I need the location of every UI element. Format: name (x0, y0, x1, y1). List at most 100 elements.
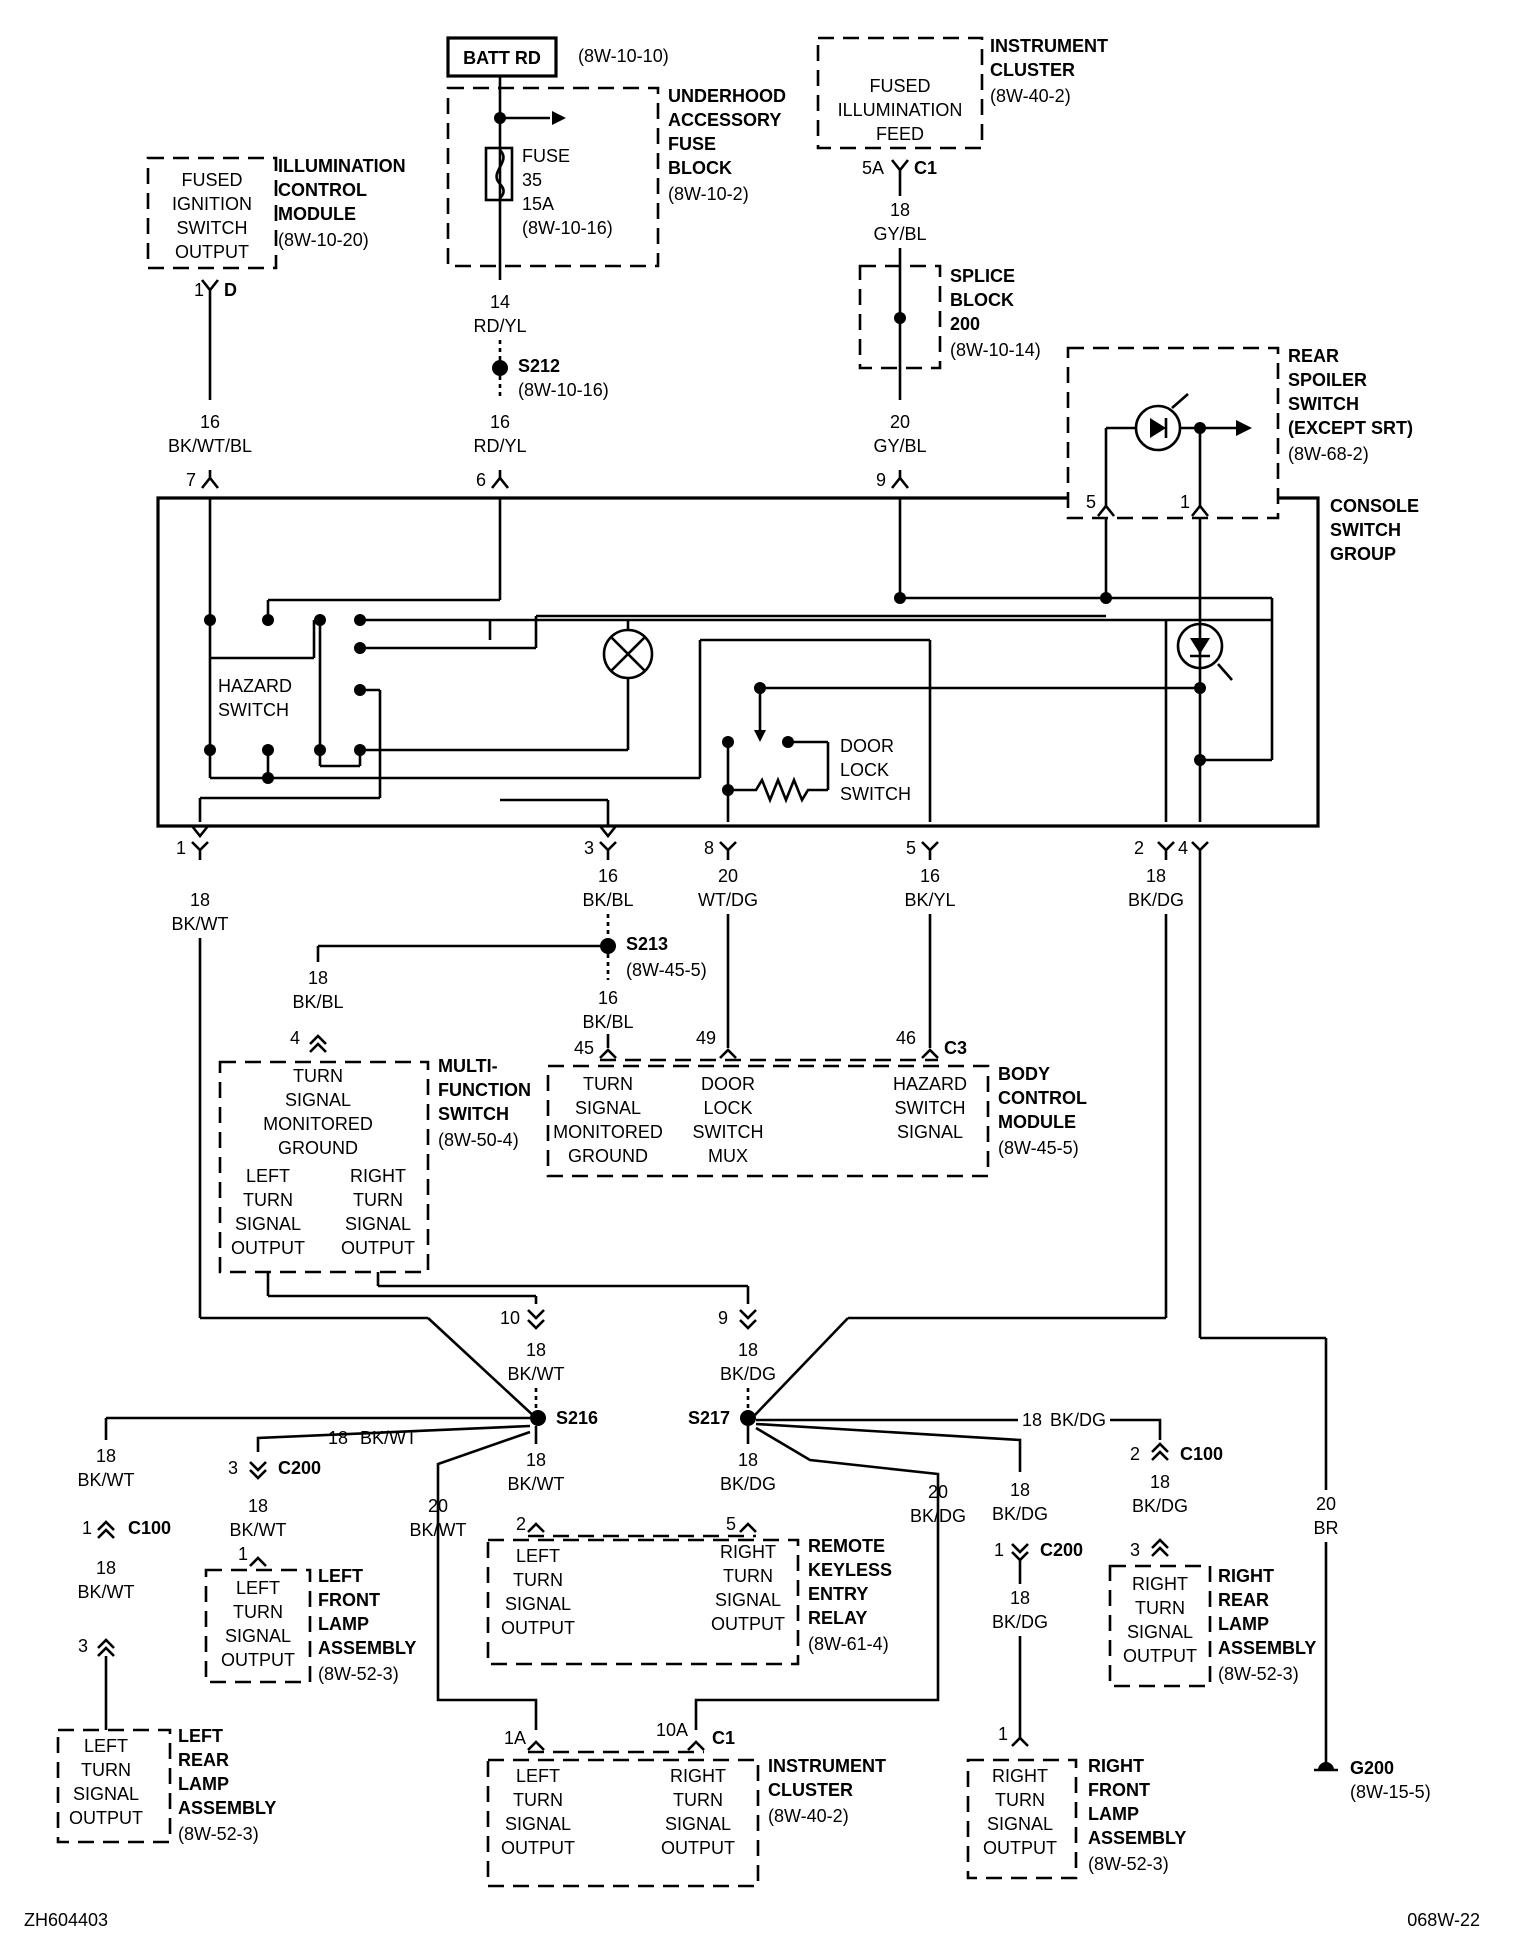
connector-icon (200, 279, 220, 298)
connector-icon (921, 1048, 939, 1059)
svg-text:SWITCH: SWITCH (438, 1104, 509, 1124)
svg-text:OUTPUT: OUTPUT (231, 1238, 305, 1258)
svg-text:20: 20 (890, 412, 910, 432)
svg-text:SIGNAL: SIGNAL (715, 1590, 781, 1610)
svg-text:GROUP: GROUP (1330, 544, 1396, 564)
svg-text:BK/DG: BK/DG (992, 1612, 1048, 1632)
uafb-ref: (8W-10-2) (668, 184, 749, 204)
svg-text:DOOR: DOOR (701, 1074, 755, 1094)
svg-text:SWITCH: SWITCH (895, 1098, 966, 1118)
svg-text:18: 18 (738, 1340, 758, 1360)
uafb-title-2: ACCESSORY (668, 110, 781, 130)
svg-text:(8W-45-5): (8W-45-5) (998, 1138, 1079, 1158)
svg-text:3: 3 (78, 1636, 88, 1656)
svg-text:(8W-40-2): (8W-40-2) (768, 1806, 849, 1826)
svg-text:RIGHT: RIGHT (1088, 1756, 1144, 1776)
svg-text:9: 9 (718, 1308, 728, 1328)
svg-text:3: 3 (1130, 1540, 1140, 1560)
svg-text:7: 7 (186, 470, 196, 490)
uafb-title-4: BLOCK (668, 158, 732, 178)
connector-icon (97, 1638, 115, 1657)
svg-text:ASSEMBLY: ASSEMBLY (1088, 1828, 1186, 1848)
svg-text:4: 4 (290, 1028, 300, 1048)
connector-icon (200, 470, 220, 489)
svg-text:20: 20 (1316, 1494, 1336, 1514)
svg-text:GROUND: GROUND (568, 1146, 648, 1166)
fuse-ref: (8W-10-16) (522, 218, 613, 238)
svg-text:(8W-15-5): (8W-15-5) (1350, 1782, 1431, 1802)
svg-text:18: 18 (890, 200, 910, 220)
connector-icon (890, 159, 910, 178)
svg-text:GROUND: GROUND (278, 1138, 358, 1158)
svg-text:18: 18 (1022, 1410, 1042, 1430)
uafb-title-3: FUSE (668, 134, 716, 154)
icm-title-3: MODULE (278, 204, 356, 224)
arrow-icon (552, 111, 566, 125)
svg-text:BK/WT: BK/WT (172, 914, 229, 934)
svg-text:BLOCK: BLOCK (950, 290, 1014, 310)
s213-ref: (8W-45-5) (626, 960, 707, 980)
svg-text:MONITORED: MONITORED (553, 1122, 663, 1142)
svg-text:TURN: TURN (243, 1190, 293, 1210)
svg-text:BK/WT: BK/WT (230, 1520, 287, 1540)
console-switch-group-box (156, 496, 1320, 828)
ic-top-title-2: CLUSTER (990, 60, 1075, 80)
svg-text:LAMP: LAMP (1088, 1804, 1139, 1824)
door-lock-switch-label-3: SWITCH (840, 784, 911, 804)
hazard-switch-label-2: SWITCH (218, 700, 289, 720)
svg-text:D: D (224, 280, 237, 300)
svg-text:(8W-10-14): (8W-10-14) (950, 340, 1041, 360)
svg-text:OUTPUT: OUTPUT (341, 1238, 415, 1258)
connector-icon (921, 841, 939, 860)
icm-box (146, 156, 278, 270)
svg-text:RD/YL: RD/YL (473, 436, 526, 456)
connector-icon (1157, 841, 1175, 860)
svg-text:5A: 5A (862, 158, 884, 178)
svg-text:(EXCEPT SRT): (EXCEPT SRT) (1288, 418, 1413, 438)
svg-text:SWITCH: SWITCH (1288, 394, 1359, 414)
svg-text:REMOTE: REMOTE (808, 1536, 885, 1556)
svg-text:2: 2 (1134, 838, 1144, 858)
svg-text:16: 16 (200, 412, 220, 432)
diagram-id-left: ZH604403 (24, 1910, 108, 1930)
svg-text:SIGNAL: SIGNAL (575, 1098, 641, 1118)
connector-icon (1151, 1442, 1169, 1461)
svg-text:LEFT: LEFT (178, 1726, 223, 1746)
svg-text:TURN: TURN (513, 1790, 563, 1810)
connector-icon (190, 825, 210, 839)
splice-s217-dot (740, 1410, 756, 1426)
svg-text:(8W-52-3): (8W-52-3) (1218, 1664, 1299, 1684)
svg-text:46: 46 (896, 1028, 916, 1048)
svg-text:BK/YL: BK/YL (904, 890, 955, 910)
svg-text:HAZARD: HAZARD (893, 1074, 967, 1094)
svg-text:OUTPUT: OUTPUT (69, 1808, 143, 1828)
svg-text:20: 20 (718, 866, 738, 886)
uafb-box (446, 86, 660, 268)
s213-label: S213 (626, 934, 668, 954)
ic-top-box (816, 36, 984, 150)
svg-text:GY/BL: GY/BL (873, 224, 926, 244)
connector-icon (97, 1520, 115, 1539)
s217-label: S217 (688, 1408, 730, 1428)
svg-text:C1: C1 (914, 158, 937, 178)
svg-text:SIGNAL: SIGNAL (505, 1814, 571, 1834)
svg-text:14: 14 (490, 292, 510, 312)
svg-text:(8W-52-3): (8W-52-3) (318, 1664, 399, 1684)
svg-text:(8W-68-2): (8W-68-2) (1288, 444, 1369, 464)
connector-icon (527, 1522, 545, 1533)
svg-text:BK/DG: BK/DG (1132, 1496, 1188, 1516)
s212-label: S212 (518, 356, 560, 376)
svg-text:18: 18 (738, 1450, 758, 1470)
svg-text:45: 45 (574, 1038, 594, 1058)
svg-text:BODY: BODY (998, 1064, 1050, 1084)
svg-text:MUX: MUX (708, 1146, 748, 1166)
batt-rd-label: BATT RD (463, 48, 541, 68)
svg-text:LEFT: LEFT (84, 1736, 128, 1756)
instrument-cluster-box (486, 1758, 760, 1888)
svg-text:(8W-52-3): (8W-52-3) (1088, 1854, 1169, 1874)
svg-text:BK/WT: BK/WT (78, 1470, 135, 1490)
svg-text:1: 1 (176, 838, 186, 858)
svg-text:18: 18 (96, 1558, 116, 1578)
batt-rd-ref: (8W-10-10) (578, 46, 669, 66)
